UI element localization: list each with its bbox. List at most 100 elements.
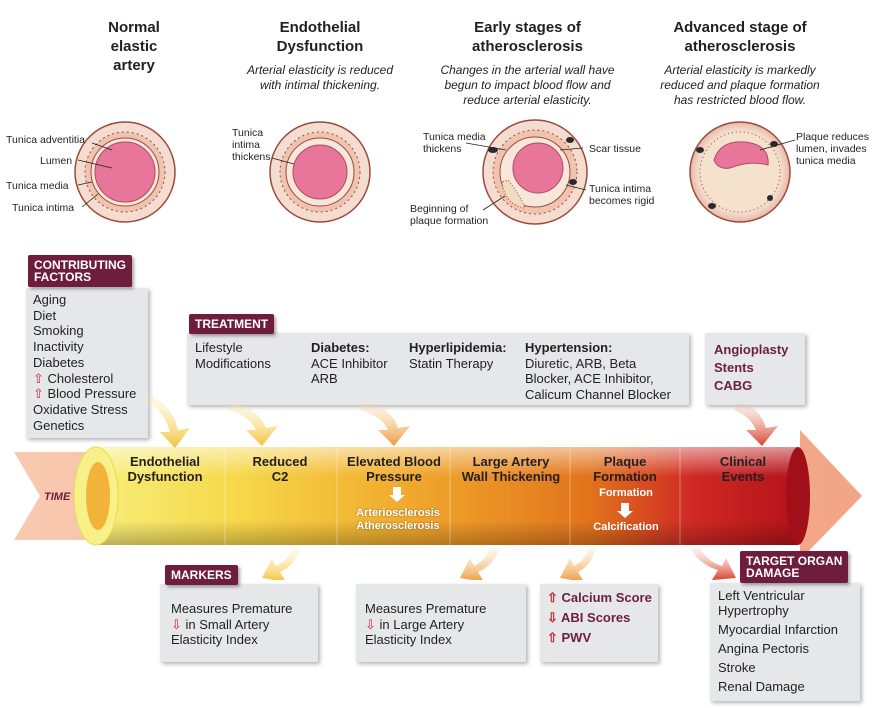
target-organ-item: Angina Pectoris [718, 641, 810, 656]
markers-small-panel: Measures Premature ⇩ in Small Artery Ela… [160, 584, 318, 662]
contributing-factor-text: Diet [33, 307, 57, 323]
marker-score-text: PWV [561, 630, 592, 645]
pipeline-stage-clinical: Clinical Events [719, 454, 767, 484]
markers-large-line1: Measures Premature [365, 601, 487, 616]
markers-large-text: Measures Premature ⇩ in Large Artery Ela… [365, 601, 486, 648]
treatment-hyperlipidemia-text: Statin Therapy [409, 355, 494, 371]
contributing-factor-text: Blood Pressure [47, 386, 137, 402]
markers-small-line2-text: in Small Artery [181, 616, 270, 632]
down-arrow-icon: ⇩ [547, 610, 562, 625]
target-organ-item: Renal Damage [718, 679, 805, 694]
artery-normal [74, 121, 176, 223]
contributing-factor-text: Aging [33, 292, 67, 307]
pipeline-sub-formation: Formation [599, 487, 653, 499]
target-organ-header: TARGET ORGAN DAMAGE [740, 551, 849, 583]
contributing-factor-text: Cholesterol [47, 370, 114, 386]
artery-dysfunction [269, 121, 371, 223]
label-tunica-adventitia: Tunica adventitia [6, 134, 85, 146]
markers-small-line2: ⇩ in Small Artery [171, 617, 292, 633]
label-intima-thickens: Tunica intima thickens [232, 127, 271, 163]
treatment-hyperlipidemia-title: Hyperlipidemia: [409, 340, 507, 355]
contributing-factors-header: CONTRIBUTING FACTORS [28, 255, 132, 287]
markers-scores-list: ⇧ Calcium Score⇩ ABI Scores⇧ PWV [547, 588, 652, 648]
contributing-factor-item: ⇧ Blood Pressure [33, 386, 148, 402]
down-arrow-icon: ⇩ [171, 616, 182, 632]
markers-large-line2-text: in Large Artery [375, 616, 465, 632]
contributing-factor-text: Smoking [33, 323, 84, 339]
contributing-factor-text: Genetics [33, 417, 85, 433]
marker-score-text: Calcium Score [561, 590, 652, 605]
progression-pipeline [14, 395, 862, 580]
artery-illustrations [74, 119, 796, 225]
treatment-header: TREATMENT [189, 314, 275, 334]
treatment-diabetes-title: Diabetes: [311, 340, 370, 355]
treatment-hypertension: Hypertension: Diuretic, ARB, Beta Blocke… [525, 340, 671, 402]
treatment-panel [187, 333, 689, 405]
marker-score-text: ABI Scores [561, 610, 631, 625]
target-organ-item: Myocardial Infarction [718, 622, 838, 637]
up-arrow-icon: ⇧ [547, 590, 562, 605]
stage-title-dysfunction: Endothelial Dysfunction [276, 19, 364, 55]
treatment-diabetes-text: ACE Inhibitor ARB [311, 355, 388, 387]
markers-small-text: Measures Premature ⇩ in Small Artery Ela… [171, 601, 292, 648]
marker-score-item: ⇧ Calcium Score [547, 588, 652, 608]
markers-scores-panel: ⇧ Calcium Score⇩ ABI Scores⇧ PWV [540, 584, 658, 662]
markers-large-line3: Elasticity Index [365, 632, 452, 647]
treatment-hyperlipidemia: Hyperlipidemia: Statin Therapy [409, 340, 507, 371]
markers-small-line1: Measures Premature [171, 601, 293, 616]
label-tunica-intima: Tunica intima [12, 202, 75, 214]
contributing-factor-text: Diabetes [33, 354, 85, 370]
contributing-factor-item: Diet [33, 308, 148, 324]
up-arrow-icon: ⇧ [547, 630, 562, 645]
markers-small-line3: Elasticity Index [171, 632, 258, 647]
pipeline-stage-wall-thickening: Large Artery Wall Thickening [461, 454, 561, 484]
markers-large-panel: Measures Premature ⇩ in Large Artery Ela… [356, 584, 526, 662]
marker-score-item: ⇧ PWV [547, 628, 652, 648]
contributing-factor-item: Genetics [33, 418, 148, 434]
label-tunica-media: Tunica media [6, 180, 69, 192]
pipeline-stage-blood-pressure: Elevated Blood Pressure [347, 454, 441, 484]
contributing-factor-item: ⇧ Cholesterol [33, 371, 148, 387]
contributing-factor-item: Oxidative Stress [33, 402, 148, 418]
pipeline-sub-arteriosclerosis: Arteriosclerosis Atherosclerosis [356, 507, 440, 532]
treatment-hypertension-text: Diuretic, ARB, Beta Blocker, ACE Inhibit… [525, 355, 671, 402]
label-plaque-beginning: Beginning of plaque formation [410, 203, 489, 227]
stage-title-early: Early stages of atherosclerosis [472, 19, 583, 55]
treatment-diabetes: Diabetes: ACE Inhibitor ARB [311, 340, 388, 387]
label-plaque-reduces: Plaque reduces lumen, invades tunica med… [796, 131, 869, 167]
pipeline-stage-endothelial: Endothelial Dysfunction [127, 454, 203, 484]
pipeline-sub-calcification: Calcification [593, 521, 659, 533]
contributing-factor-text: Inactivity [33, 339, 84, 355]
artery-early [482, 119, 588, 225]
stage-desc-early: Changes in the arterial wall have begun … [440, 63, 615, 107]
artery-advanced [689, 121, 791, 223]
treatment-procedures-panel [705, 333, 805, 405]
target-organ-item: Stroke [718, 660, 756, 675]
contributing-factor-item: Inactivity [33, 339, 148, 355]
contributing-factor-item: Aging [33, 292, 148, 308]
up-arrow-icon: ⇧ [33, 370, 48, 386]
marker-score-item: ⇩ ABI Scores [547, 608, 652, 628]
pipeline-stage-plaque: Plaque Formation [593, 454, 657, 484]
treatment-lifestyle: Lifestyle Modifications [195, 340, 271, 371]
label-lumen: Lumen [40, 155, 73, 167]
stage-title-advanced: Advanced stage of atherosclerosis [673, 19, 807, 55]
pipeline-stage-reduced-c2: Reduced C2 [252, 454, 308, 484]
label-intima-rigid: Tunica intima becomes rigid [589, 183, 655, 207]
stage-desc-advanced: Arterial elasticity is markedly reduced … [660, 63, 820, 107]
treatment-hypertension-title: Hypertension: [525, 340, 613, 355]
label-media-thickens: Tunica media thickens [423, 131, 486, 155]
markers-header: MARKERS [165, 565, 238, 585]
target-organ-item: Left Ventricular Hypertrophy [718, 588, 805, 618]
contributing-factor-text: Oxidative Stress [33, 401, 128, 417]
contributing-factor-item: Diabetes [33, 355, 148, 371]
label-scar-tissue: Scar tissue [589, 143, 641, 155]
treatment-procedures: Angioplasty Stents CABG [714, 342, 789, 393]
stage-title-normal: Normal elastic artery [108, 19, 160, 74]
time-label: TIME [44, 491, 71, 503]
stage-desc-dysfunction: Arterial elasticity is reduced with inti… [246, 63, 394, 92]
